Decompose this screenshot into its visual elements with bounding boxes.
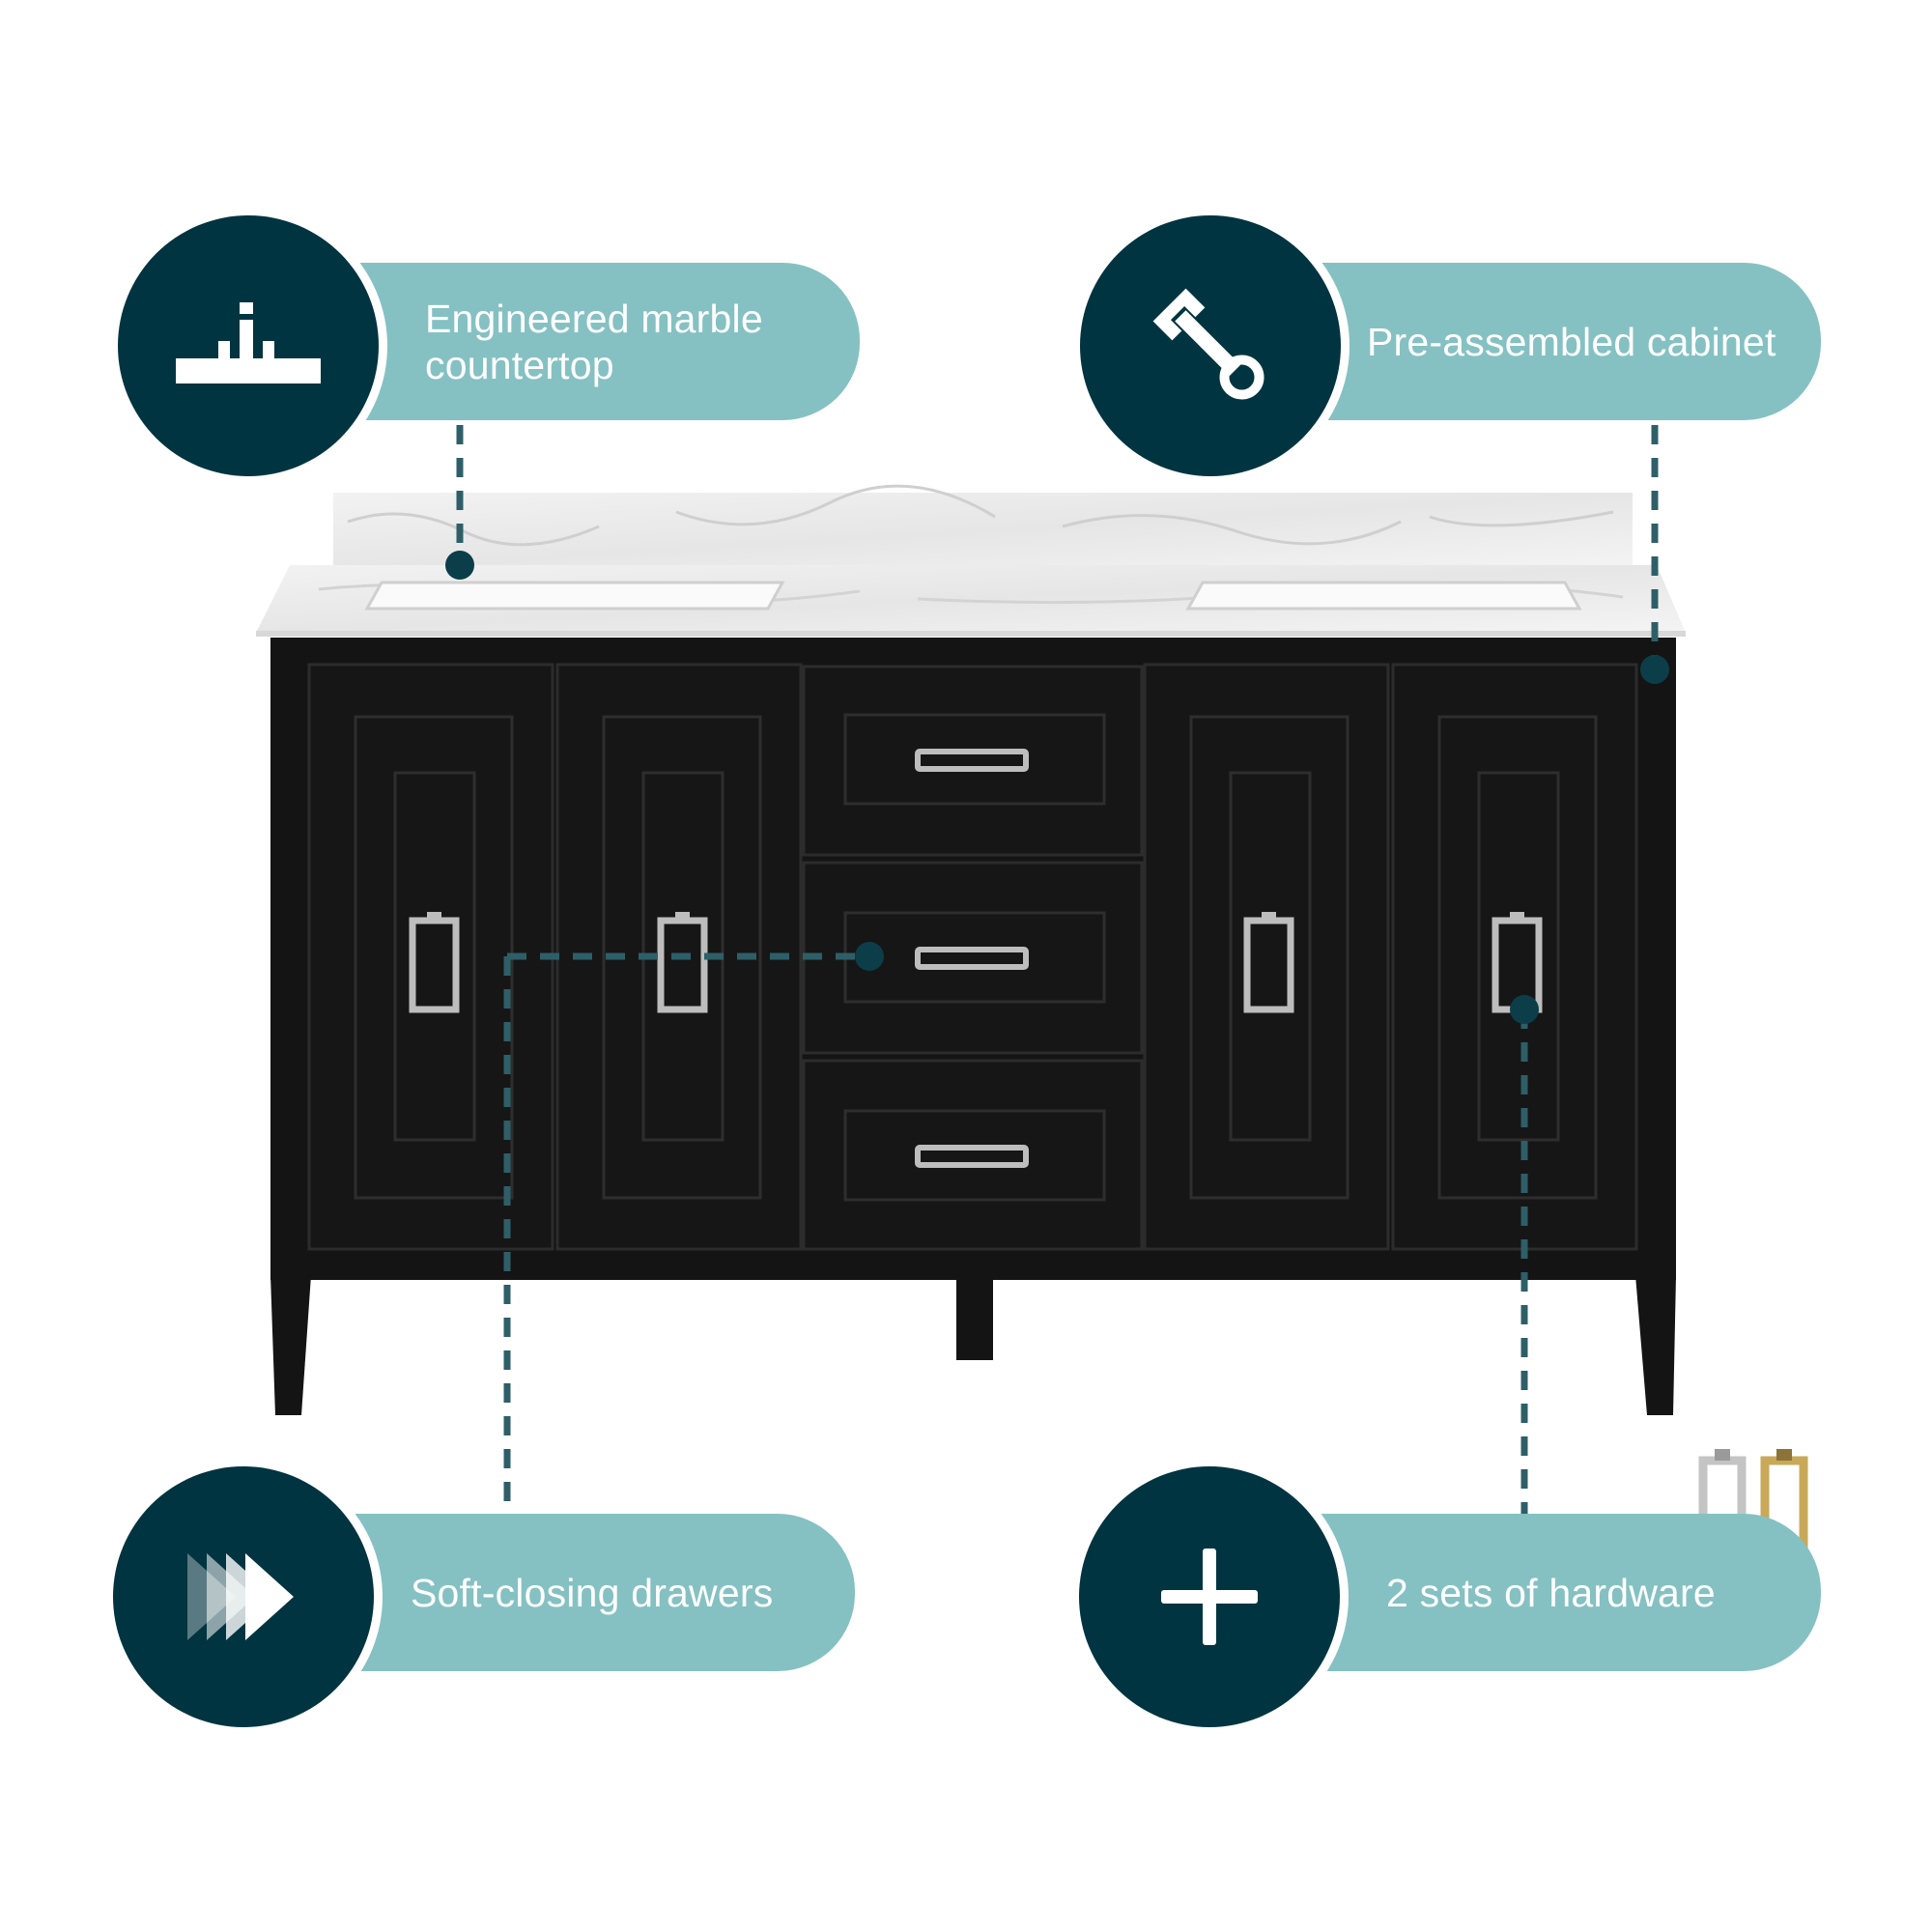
backsplash	[333, 493, 1633, 570]
sink-left	[364, 581, 785, 611]
feature-icon-badge	[113, 1466, 374, 1727]
leg-right	[1635, 1275, 1676, 1415]
leg-left	[270, 1275, 311, 1415]
feature-icon-badge	[118, 215, 379, 476]
feature-label: Pre-assembled cabinet	[1367, 319, 1776, 364]
feature-pill: Pre-assembled cabinet	[1280, 263, 1821, 420]
fast-forward-icon	[187, 1553, 294, 1640]
feature-icon-badge	[1079, 1466, 1340, 1727]
feature-label: 2 sets of hardware	[1386, 1570, 1716, 1615]
feature-pill: Engineered marble countertop	[319, 263, 860, 420]
leg-center	[956, 1275, 993, 1360]
feature-label: Soft-closing drawers	[411, 1570, 774, 1615]
marble-veins	[347, 484, 1614, 547]
feature-pill: 2 sets of hardware	[1280, 1514, 1821, 1671]
sink-right	[1185, 581, 1582, 611]
wrench-icon	[1152, 288, 1264, 400]
drawer-pull	[915, 1145, 1029, 1168]
drawer-pull	[915, 749, 1029, 772]
feature-icon-badge	[1080, 215, 1341, 476]
feature-label: Engineered marble countertop	[425, 296, 763, 387]
drawer-pull	[915, 947, 1029, 970]
feature-pill: Soft-closing drawers	[319, 1514, 855, 1671]
countertop-icon	[176, 302, 321, 384]
plus-icon	[1161, 1548, 1258, 1645]
